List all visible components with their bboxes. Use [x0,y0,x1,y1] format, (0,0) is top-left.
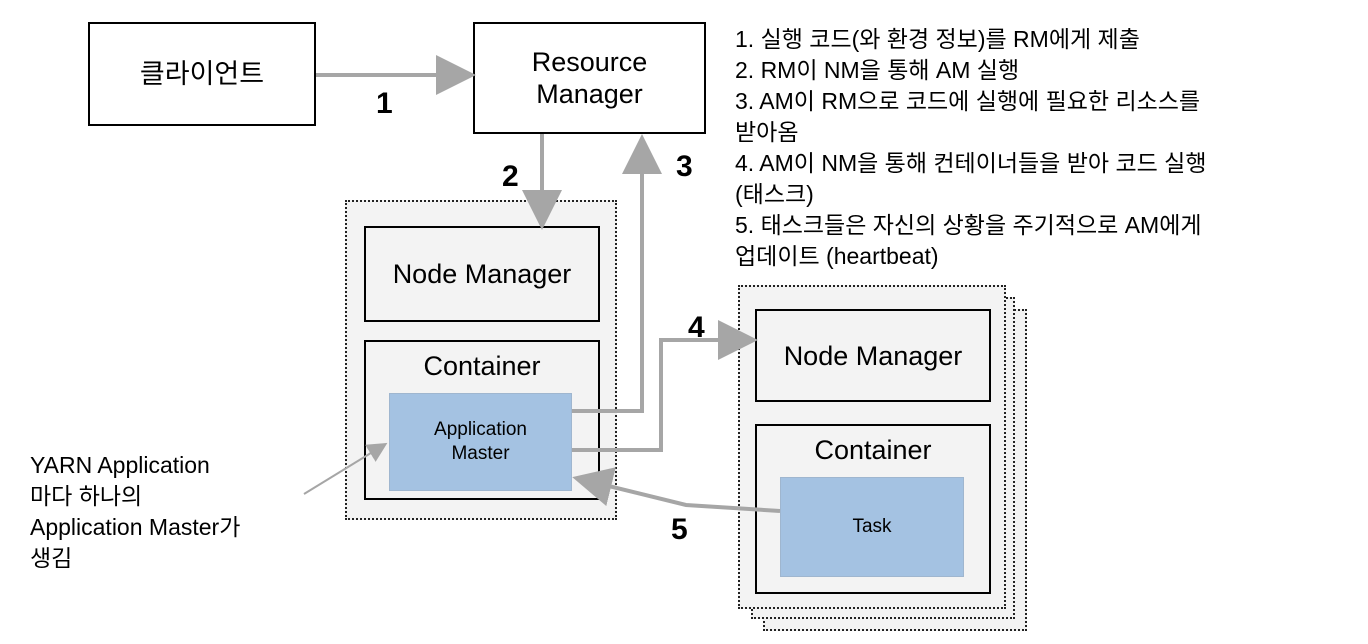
steps-note-line: 4. AM이 NM을 통해 컨테이너들을 받아 코드 실행 [735,150,1207,176]
client-label: 클라이언트 [139,59,265,89]
task-label: Task [852,516,892,537]
steps-note-line: (태스크) [735,181,814,207]
arrow-3 [572,134,662,413]
node-manager-right-box: Node Manager [755,309,991,402]
arrow-5 [572,467,781,513]
client-box: 클라이언트 [88,22,316,126]
step-number-3: 3 [676,150,693,183]
arrow-4 [572,320,758,452]
step-number-1: 1 [376,87,393,120]
application-master-label-1: Application [434,419,527,440]
node-manager-right-label: Node Manager [783,340,963,371]
annotation-line-4: 생김 [30,545,73,571]
step-number-2: 2 [502,160,519,193]
steps-note-line: 3. AM이 RM으로 코드에 실행에 필요한 리소스를 [735,88,1201,114]
node-manager-left-label: Node Manager [392,259,572,289]
container-right-label: Container [814,435,932,465]
steps-note-line: 2. RM이 NM을 통해 AM 실행 [735,57,1020,83]
steps-note-line: 5. 태스크들은 자신의 상황을 주기적으로 AM에게 [735,212,1202,238]
step-number-5: 5 [671,513,688,546]
annotation-pointer [303,442,388,495]
annotation-line-1: YARN Application [30,452,210,478]
resource-manager-box: Resource Manager [473,22,706,134]
steps-note-line: 업데이트 (heartbeat) [735,243,939,269]
application-master-label-2: Master [451,443,510,464]
annotation-line-2: 마다 하나의 [30,483,143,509]
resource-manager-label-1: Resource [531,47,648,77]
am-annotation: YARN Application 마다 하나의 Application Mast… [30,450,310,574]
task-box: Task [780,477,964,577]
node-manager-left-box: Node Manager [364,226,600,322]
steps-notes: 1. 실행 코드(와 환경 정보)를 RM에게 제출 2. RM이 NM을 통해… [735,24,1355,272]
steps-note-line: 받아옴 [735,119,799,145]
annotation-line-3: Application Master가 [30,514,241,540]
steps-note-line: 1. 실행 코드(와 환경 정보)를 RM에게 제출 [735,26,1140,52]
container-left-label: Container [423,351,541,381]
step-number-4: 4 [688,311,705,344]
resource-manager-label-2: Manager [536,79,643,109]
application-master-box: Application Master [389,393,572,491]
